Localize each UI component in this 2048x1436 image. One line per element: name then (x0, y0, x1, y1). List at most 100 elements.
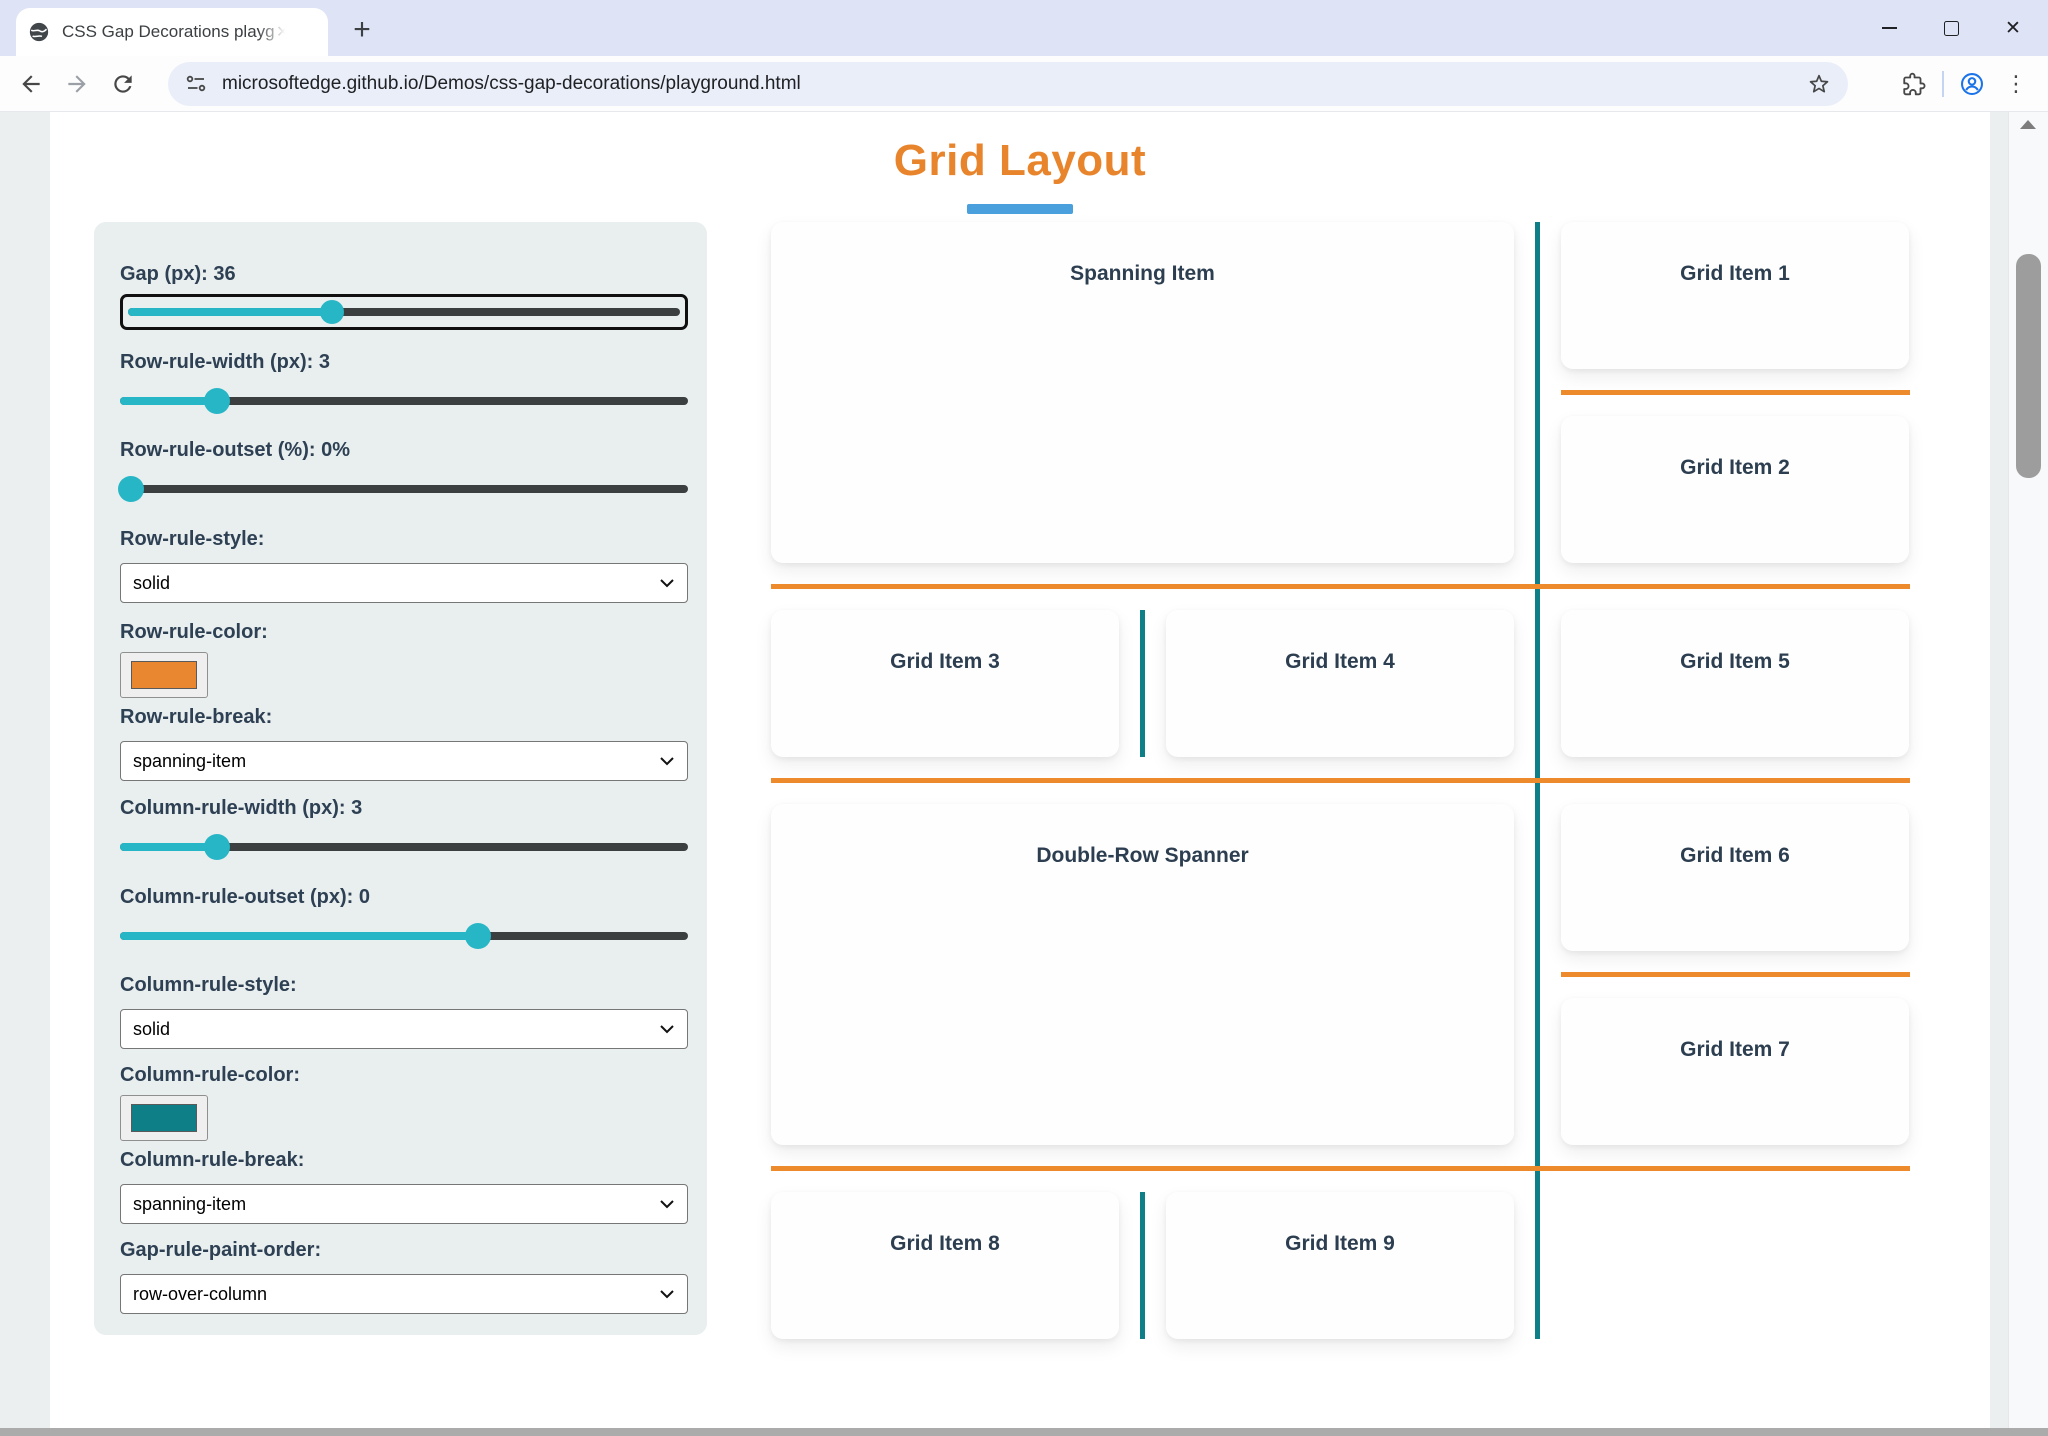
column-rule-style-select[interactable]: solid (120, 1009, 688, 1049)
scroll-up-arrow-icon[interactable] (2020, 120, 2036, 129)
browser-tab[interactable]: CSS Gap Decorations playgroun ✕ (16, 8, 328, 56)
page-content: Grid Layout Gap (px): 36 Row-rule-width … (50, 112, 1990, 1436)
grid-item-card: Grid Item 7 (1561, 998, 1909, 1145)
column-rule-style-label: Column-rule-style: (120, 974, 297, 996)
column-rule-width-group: Column-rule-width (px): 3 (120, 796, 688, 860)
gap-label: Gap (px): 36 (120, 263, 236, 285)
row-rule-color-picker[interactable] (120, 652, 208, 698)
chevron-down-icon (660, 1200, 674, 1209)
row-rule-width-label: Row-rule-width (px): 3 (120, 351, 330, 373)
selected-value: spanning-item (133, 1193, 247, 1214)
toolbar-divider (1942, 71, 1944, 97)
gap-rule-paint-order-group: Gap-rule-paint-order: row-over-column (120, 1238, 688, 1314)
tab-strip: CSS Gap Decorations playgroun ✕ + ✕ (0, 0, 2048, 56)
column-rule-break-select[interactable]: spanning-item (120, 1184, 688, 1224)
page-background: Grid Layout Gap (px): 36 Row-rule-width … (0, 112, 2048, 1436)
column-rule-color-label: Column-rule-color: (120, 1064, 300, 1086)
slider-thumb[interactable] (203, 388, 230, 414)
minimize-icon (1881, 27, 1897, 29)
favicon-globe-icon (29, 22, 49, 42)
slider-fill (120, 932, 478, 940)
row-rule-full-3 (771, 1166, 1910, 1171)
row-rule-outset-slider[interactable] (118, 476, 688, 502)
window-controls: ✕ (1858, 0, 2044, 56)
column-rule-color-picker[interactable] (120, 1095, 208, 1141)
grid-playground: Spanning Item Grid Item 1 Grid Item 2 Gr… (771, 222, 1910, 1339)
grid-item-card: Grid Item 2 (1561, 416, 1909, 563)
reload-icon (114, 74, 132, 93)
window-bottom-edge (0, 1428, 2048, 1436)
gap-slider[interactable] (128, 300, 680, 324)
column-rule-break-group: Column-rule-break: spanning-item (120, 1148, 688, 1224)
profile-avatar-icon (1961, 73, 1983, 95)
grid-item-card: Grid Item 1 (1561, 222, 1909, 369)
row-rule-style-select[interactable]: solid (120, 563, 688, 603)
slider-thumb[interactable] (320, 300, 345, 324)
column-rule-outset-label: Column-rule-outset (px): 0 (120, 886, 370, 908)
gap-rule-paint-order-select[interactable]: row-over-column (120, 1274, 688, 1314)
gap-slider-focus-ring (120, 294, 688, 330)
slider-fill (128, 308, 333, 316)
address-bar[interactable]: microsoftedge.github.io/Demos/css-gap-de… (168, 62, 1848, 106)
new-tab-button[interactable]: + (353, 13, 371, 46)
bookmark-star-icon[interactable] (1806, 71, 1832, 97)
close-icon: ✕ (2005, 17, 2021, 39)
gap-control-group: Gap (px): 36 (120, 262, 688, 330)
column-rule-width-label: Column-rule-width (px): 3 (120, 797, 363, 819)
slider-thumb[interactable] (203, 834, 230, 860)
chevron-down-icon (660, 579, 674, 588)
vertical-scrollbar[interactable] (2008, 112, 2048, 1436)
chevron-down-icon (660, 1025, 674, 1034)
row-rule-style-label: Row-rule-style: (120, 528, 265, 550)
column-rule-style-group: Column-rule-style: solid (120, 973, 688, 1049)
profile-button[interactable] (1950, 62, 1994, 106)
window-minimize-button[interactable] (1858, 0, 1920, 56)
column-rule-outset-slider[interactable] (120, 923, 688, 949)
row-rule-color-group: Row-rule-color: (120, 620, 688, 698)
slider-track (120, 397, 688, 405)
row-rule-color-label: Row-rule-color: (120, 621, 268, 643)
slider-fill (120, 397, 217, 405)
row-rule-style-group: Row-rule-style: solid (120, 527, 688, 603)
column-rule-color-swatch (131, 1104, 197, 1132)
slider-track (120, 843, 688, 851)
slider-thumb[interactable] (464, 923, 491, 949)
column-rule-outset-group: Column-rule-outset (px): 0 (120, 885, 688, 949)
row-rule-outset-label: Row-rule-outset (%): 0% (120, 439, 350, 461)
window-close-button[interactable]: ✕ (1982, 0, 2044, 56)
forward-button[interactable] (54, 61, 100, 107)
row-rule-width-group: Row-rule-width (px): 3 (120, 350, 688, 414)
row-rule-break-select[interactable]: spanning-item (120, 741, 688, 781)
grid-item-card: Double-Row Spanner (771, 804, 1514, 1145)
slider-thumb[interactable] (118, 476, 145, 502)
browser-menu-button[interactable]: ⋮ (1994, 62, 2038, 106)
column-rule-break-label: Column-rule-break: (120, 1149, 305, 1171)
reload-button[interactable] (100, 61, 146, 107)
gap-rule-paint-order-label: Gap-rule-paint-order: (120, 1239, 322, 1261)
extensions-puzzle-icon (1903, 72, 1926, 96)
grid-item-card: Grid Item 9 (1166, 1192, 1514, 1339)
chevron-down-icon (660, 1290, 674, 1299)
controls-panel: Gap (px): 36 Row-rule-width (px): 3 (94, 222, 707, 1335)
scrollbar-thumb[interactable] (2016, 254, 2041, 478)
row-rule-col3-b (1561, 972, 1910, 977)
column-rule-width-slider[interactable] (120, 834, 688, 860)
window-maximize-button[interactable] (1920, 0, 1982, 56)
selected-value: row-over-column (133, 1283, 268, 1304)
site-info-icon[interactable] (184, 72, 208, 96)
column-rule-row6 (1140, 1192, 1145, 1339)
row-rule-full-2 (771, 778, 1910, 783)
selected-value: solid (133, 1018, 171, 1039)
row-rule-color-swatch (131, 661, 197, 689)
row-rule-outset-group: Row-rule-outset (%): 0% (118, 438, 688, 502)
row-rule-width-slider[interactable] (120, 388, 688, 414)
column-rule-color-group: Column-rule-color: (120, 1063, 688, 1141)
grid-item-card: Spanning Item (771, 222, 1514, 563)
url-text[interactable]: microsoftedge.github.io/Demos/css-gap-de… (222, 73, 801, 94)
extensions-button[interactable] (1892, 62, 1936, 106)
back-button[interactable] (8, 61, 54, 107)
slider-fill (120, 843, 217, 851)
slider-track (120, 485, 688, 493)
row-rule-break-group: Row-rule-break: spanning-item (120, 705, 688, 781)
maximize-icon (1943, 20, 1959, 36)
